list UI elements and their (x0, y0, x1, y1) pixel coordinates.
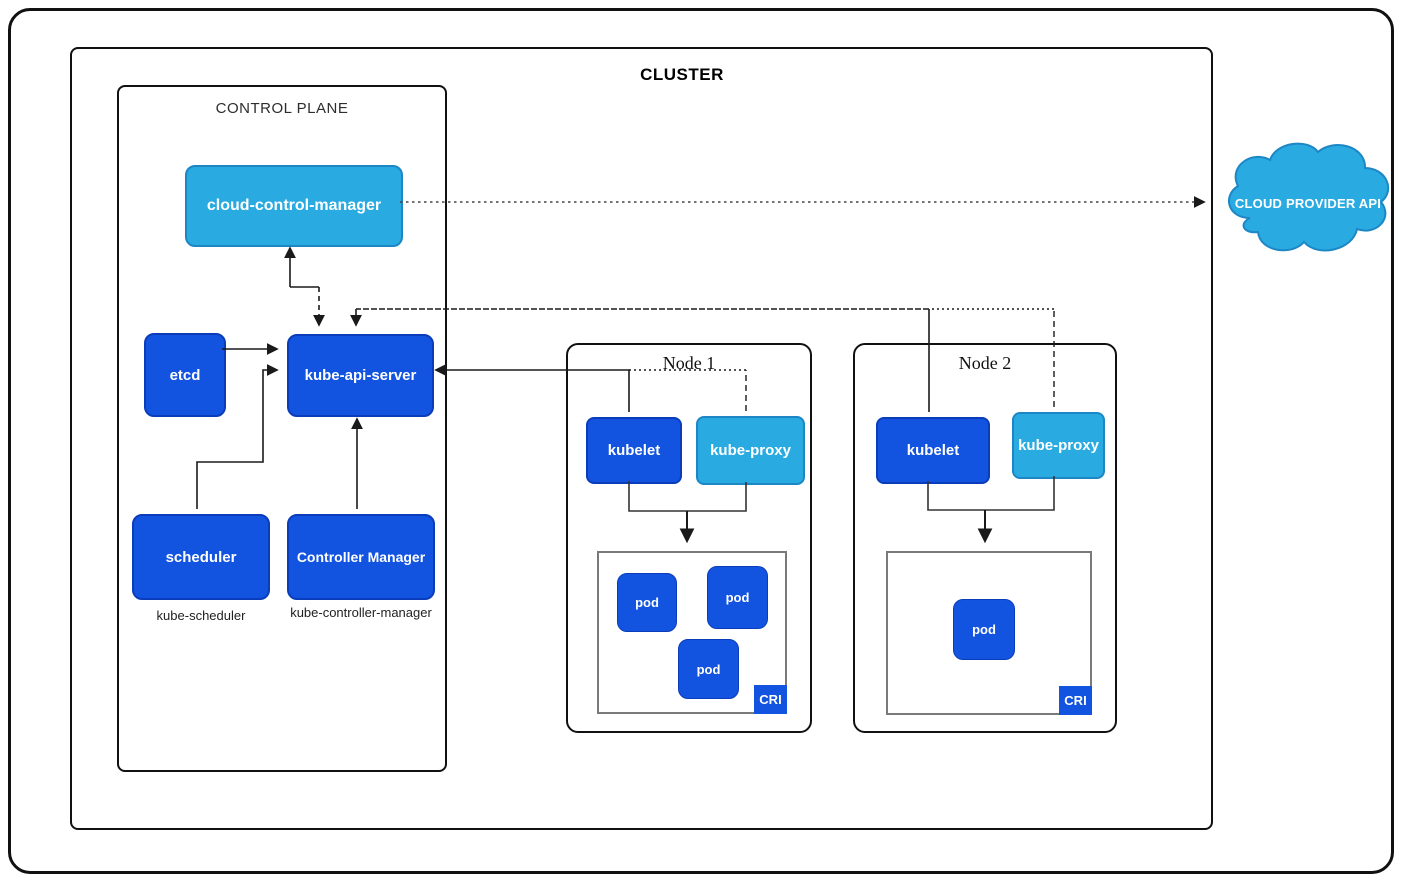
pod-label: pod (725, 590, 750, 605)
cloud-control-manager-box: cloud-control-manager (185, 165, 403, 247)
pod: pod (953, 599, 1015, 660)
node-1-kube-proxy-label: kube-proxy (710, 442, 791, 459)
etcd-box: etcd (144, 333, 226, 417)
scheduler-box: scheduler (132, 514, 270, 600)
node-1-box: Node 1 kubelet kube-proxy pod pod pod CR… (566, 343, 812, 733)
node-1-kubelet-box: kubelet (586, 417, 682, 484)
pod: pod (707, 566, 768, 629)
pod-label: pod (696, 661, 721, 677)
cluster-box: CLUSTER CONTROL PLANE cloud-control-mana… (70, 47, 1213, 830)
cloud-icon (1227, 142, 1390, 252)
node-1-kubelet-label: kubelet (607, 442, 661, 459)
controller-manager-sublabel: kube-controller-manager (290, 605, 432, 620)
pod-label: pod (972, 622, 996, 637)
cluster-title: CLUSTER (640, 65, 724, 84)
control-plane-box: CONTROL PLANE cloud-control-manager etcd… (117, 85, 447, 772)
control-plane-title: CONTROL PLANE (215, 100, 349, 117)
pod: pod (678, 639, 739, 699)
node-2-kubelet-box: kubelet (876, 417, 990, 484)
node-1-cri-container: pod pod pod CRI (597, 551, 787, 714)
node-2-box: Node 2 kubelet kube-proxy pod CRI (853, 343, 1117, 733)
controller-manager-label: Controller Manager (296, 549, 426, 565)
node-2-kube-proxy-label: kube-proxy (1018, 437, 1099, 454)
node-2-kubelet-label: kubelet (906, 442, 960, 459)
kube-api-server-label: kube-api-server (304, 367, 417, 384)
node-1-title: Node 1 (662, 353, 716, 373)
node-2-title: Node 2 (958, 353, 1012, 373)
node-1-cri-badge: CRI (754, 685, 787, 714)
cloud-control-manager-label: cloud-control-manager (206, 197, 382, 214)
node-2-cri-container: pod CRI (886, 551, 1092, 715)
pod-label: pod (635, 595, 659, 610)
scheduler-sublabel: kube-scheduler (156, 608, 246, 623)
node-1-kube-proxy-box: kube-proxy (696, 416, 805, 485)
node-2-kube-proxy-box: kube-proxy (1012, 412, 1105, 479)
pod: pod (617, 573, 677, 632)
node-2-cri-badge: CRI (1059, 686, 1092, 715)
controller-manager-box: Controller Manager (287, 514, 435, 600)
scheduler-label: scheduler (165, 548, 237, 566)
etcd-label: etcd (169, 366, 201, 384)
cloud-provider-api-label: CLOUD PROVIDER API (1234, 196, 1382, 212)
cloud-provider-api: CLOUD PROVIDER API (1218, 138, 1398, 270)
outer-border (8, 8, 1394, 874)
kube-api-server-box: kube-api-server (287, 334, 434, 417)
